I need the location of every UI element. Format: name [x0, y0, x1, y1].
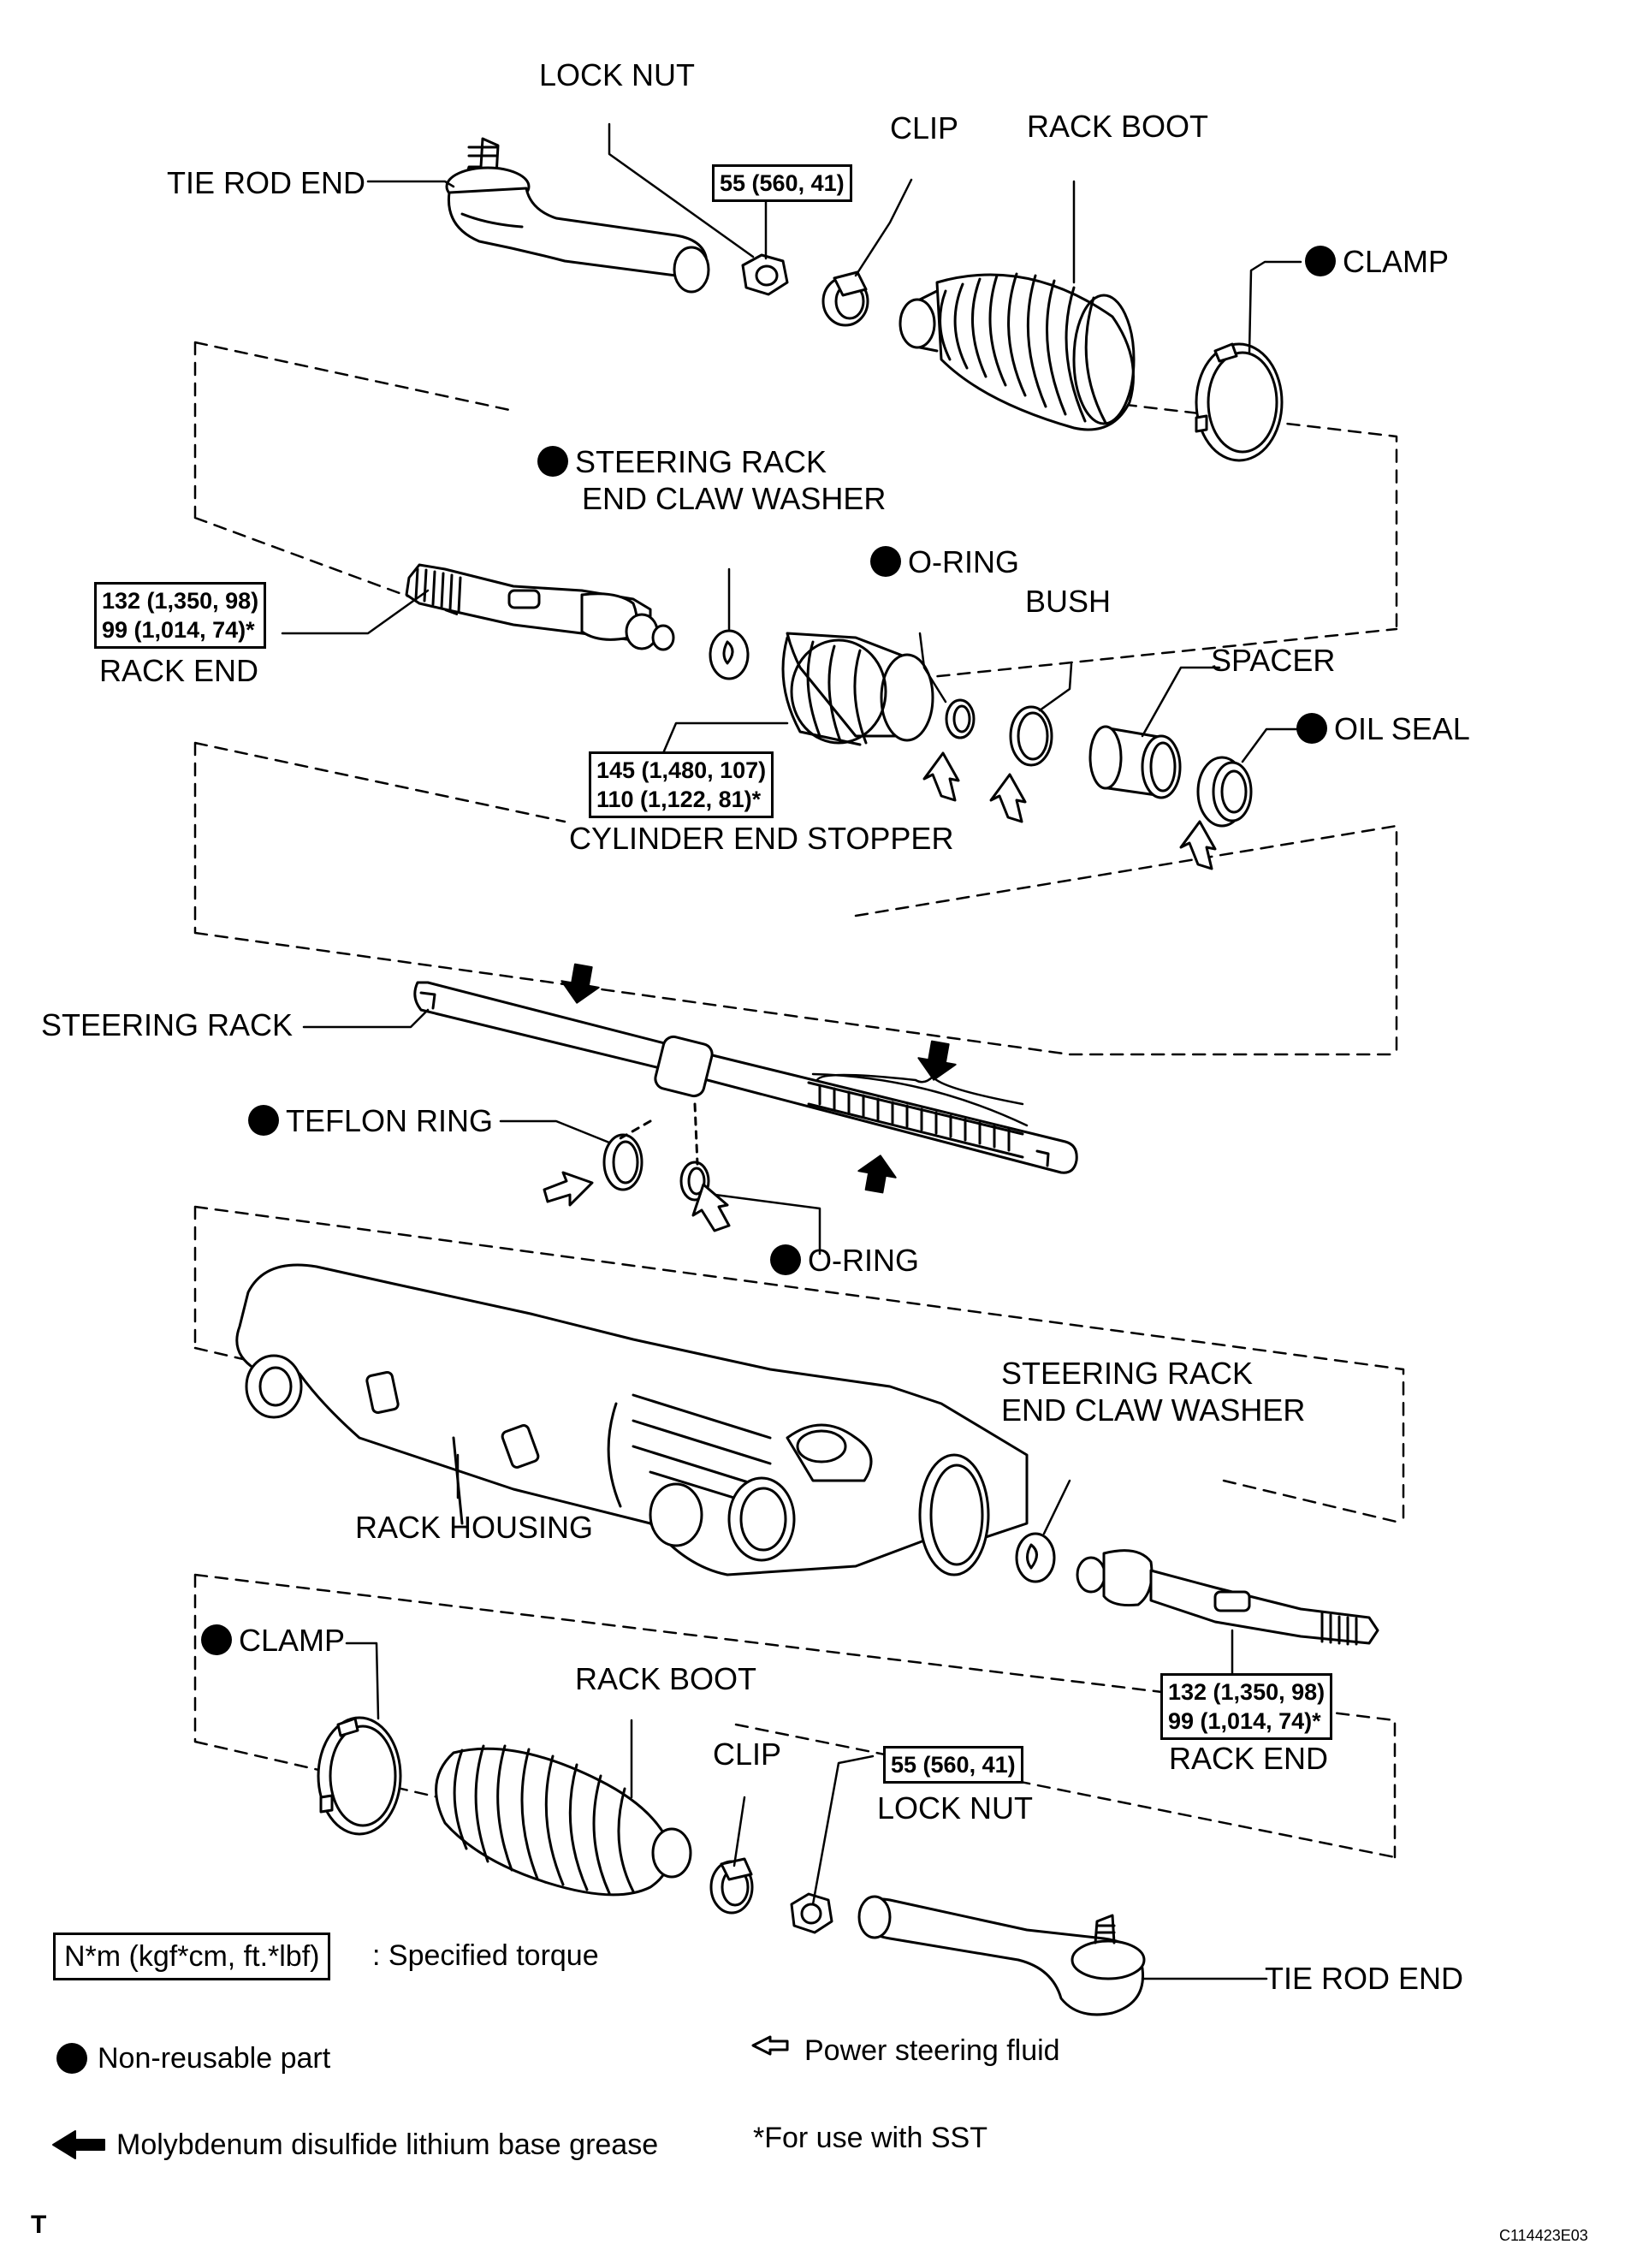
torque-box-lock-nut-top: 55 (560, 41) — [712, 164, 852, 202]
non-reusable-dot-icon — [870, 546, 901, 578]
fluid-arrow-icon — [989, 773, 1027, 823]
torque-box-lock-nut-bottom: 55 (560, 41) — [883, 1746, 1023, 1784]
steering-rack-part — [413, 981, 1078, 1174]
grease-arrow-icon — [917, 1040, 957, 1081]
torque-box-rack-end-bottom: 132 (1,350, 98) 99 (1,014, 74)* — [1160, 1673, 1333, 1740]
legend-torque-desc: : Specified torque — [372, 1939, 599, 1972]
fluid-arrow-icon — [543, 1171, 594, 1207]
clamp-bottom-part — [317, 1716, 402, 1836]
clamp-top-part — [1195, 342, 1284, 462]
tie-rod-end-bottom-part — [857, 1895, 1146, 2016]
corner-mark: T — [31, 2211, 47, 2239]
claw-washer-top-part — [709, 629, 750, 680]
label-lock-nut-bottom: LOCK NUT — [877, 1790, 1034, 1826]
grease-legend-arrow-icon — [52, 2130, 105, 2159]
label-spacer: SPACER — [1211, 643, 1336, 678]
tie-rod-end-top-part — [445, 137, 710, 294]
grease-arrow-icon — [857, 1155, 897, 1194]
label-teflon-ring: TEFLON RING — [248, 1104, 493, 1138]
rack-end-top-part — [405, 563, 675, 651]
grease-arrow-icon — [560, 963, 600, 1004]
non-reusable-dot-icon — [56, 2043, 87, 2074]
legend-torque-unit-box: N*m (kgf*cm, ft.*lbf) — [53, 1933, 331, 1980]
label-rack-boot-bottom: RACK BOOT — [575, 1661, 757, 1696]
label-clip-top: CLIP — [890, 110, 959, 145]
label-clamp-bottom: CLAMP — [201, 1624, 345, 1658]
label-clip-bottom: CLIP — [713, 1737, 782, 1772]
torque-box-rack-end-top: 132 (1,350, 98) 99 (1,014, 74)* — [94, 582, 267, 649]
lock-nut-top-part — [741, 253, 789, 296]
legend-grease: Molybdenum disulfide lithium base grease — [116, 2128, 659, 2161]
label-claw-washer-bottom-2: END CLAW WASHER — [1001, 1392, 1306, 1428]
grease-arrows — [560, 963, 957, 1194]
rack-boot-bottom-part — [435, 1744, 692, 1897]
label-clamp-top: CLAMP — [1305, 245, 1449, 279]
label-bush: BUSH — [1025, 584, 1112, 619]
leader-lines — [281, 122, 1302, 1980]
non-reusable-dot-icon — [201, 1624, 232, 1656]
bush-part — [1009, 705, 1053, 767]
fluid-arrow-icon — [691, 1183, 731, 1232]
label-steering-rack: STEERING RACK — [41, 1007, 294, 1042]
label-claw-washer-top: STEERING RACK — [537, 445, 827, 479]
oil-seal-part — [1196, 756, 1253, 828]
teflon-ring-part — [602, 1133, 644, 1191]
o-ring-top-part — [945, 698, 976, 739]
legend-fluid: Power steering fluid — [804, 2034, 1060, 2067]
fluid-arrow-icon — [922, 751, 960, 802]
non-reusable-dot-icon — [1305, 246, 1336, 277]
label-claw-washer-bottom: STEERING RACK — [1001, 1356, 1254, 1391]
label-oil-seal: OIL SEAL — [1296, 712, 1470, 746]
label-claw-washer-top-2: END CLAW WASHER — [582, 481, 887, 516]
cylinder-end-stopper-part — [781, 632, 934, 746]
non-reusable-dot-icon — [770, 1244, 801, 1276]
spacer-part — [1088, 725, 1182, 799]
legend-non-reusable: Non-reusable part — [98, 2042, 331, 2075]
non-reusable-dot-icon — [537, 446, 568, 478]
clip-top-part — [821, 270, 869, 327]
panel-outlines — [193, 341, 1405, 1859]
clip-bottom-part — [709, 1857, 754, 1915]
legend-sst-note: *For use with SST — [753, 2122, 987, 2154]
non-reusable-dot-icon — [1296, 713, 1327, 745]
fluid-arrows — [543, 751, 1217, 1232]
lock-nut-bottom-part — [790, 1892, 833, 1934]
rack-boot-top-part — [899, 272, 1136, 431]
rack-end-bottom-part — [1076, 1549, 1379, 1646]
label-cylinder-end-stopper: CYLINDER END STOPPER — [569, 821, 954, 856]
figure-code: C114423E03 — [1499, 2227, 1588, 2244]
label-rack-end-top: RACK END — [99, 653, 259, 688]
rack-teeth-brace — [816, 1073, 1024, 1106]
label-lock-nut-top: LOCK NUT — [539, 57, 696, 92]
fluid-legend-arrow-icon — [751, 2035, 789, 2056]
claw-washer-bottom-part — [1015, 1532, 1056, 1583]
label-o-ring-bottom: O-RING — [770, 1244, 919, 1278]
label-rack-housing: RACK HOUSING — [355, 1510, 594, 1545]
label-rack-boot-top: RACK BOOT — [1027, 109, 1209, 144]
label-tie-rod-end-bottom: TIE ROD END — [1265, 1961, 1464, 1996]
seal-position-dashes — [619, 1102, 699, 1166]
label-rack-end-bottom: RACK END — [1169, 1741, 1329, 1776]
non-reusable-dot-icon — [248, 1105, 279, 1137]
label-o-ring-top: O-RING — [870, 545, 1019, 579]
label-tie-rod-end-top: TIE ROD END — [167, 165, 366, 200]
torque-box-cylinder-stopper: 145 (1,480, 107) 110 (1,122, 81)* — [589, 751, 774, 818]
fluid-arrow-icon — [1179, 820, 1217, 870]
rack-housing-part — [235, 1263, 1029, 1576]
